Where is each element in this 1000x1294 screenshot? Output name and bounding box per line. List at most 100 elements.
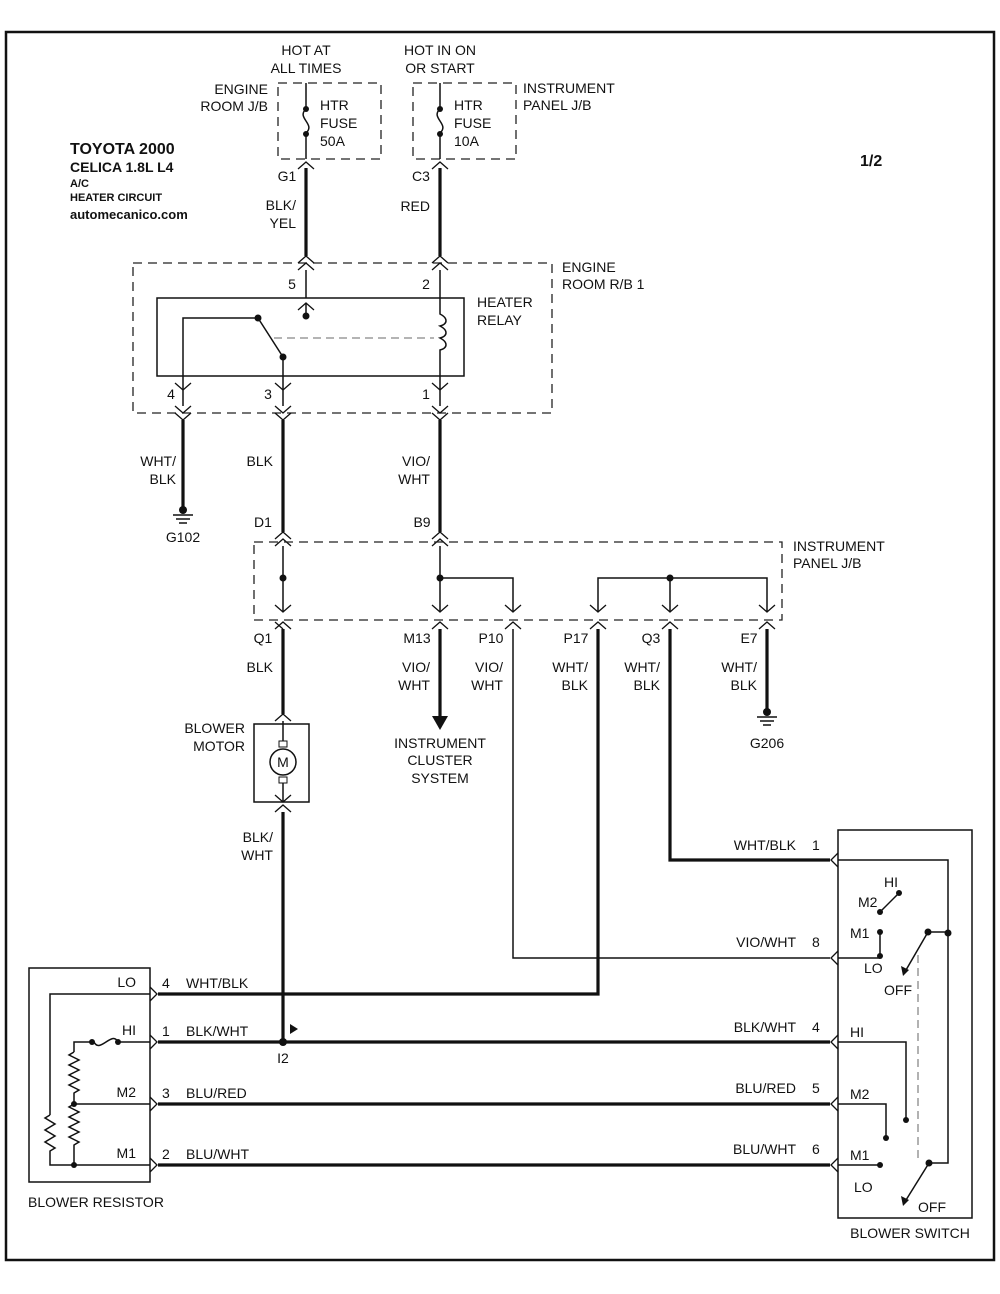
wire-wht-blk-p17-label-1: WHT/: [552, 659, 588, 675]
switch-wire-blk-wht-label: BLK/WHT: [734, 1019, 797, 1035]
switch-upper-hi-label: HI: [884, 874, 898, 890]
connector-c3-symbol: [431, 161, 449, 170]
resistor-pin4-label: 4: [162, 975, 170, 991]
htr-fuse-50a-label-3: 50A: [320, 133, 346, 149]
blower-motor-label-1: BLOWER: [184, 720, 245, 736]
connector-q1-label: Q1: [254, 630, 273, 646]
hot-at-all-times-line1: HOT AT: [281, 42, 331, 58]
diagram-header: TOYOTA 2000 CELICA 1.8L L4 A/C HEATER CI…: [70, 141, 188, 222]
switch-upper-m2-label: M2: [858, 894, 878, 910]
connector-pin1-symbol: [431, 382, 449, 391]
connector-e7-label: E7: [740, 630, 757, 646]
htr-fuse-50a-label-1: HTR: [320, 97, 349, 113]
ground-g206-label: G206: [750, 735, 784, 751]
instrument-panel-jb-mid-box: [253, 541, 783, 621]
wire-wht-blk-q3-label-2: BLK: [634, 677, 661, 693]
pin5-label: 5: [288, 276, 296, 292]
wire-wht-blk-q3-label-1: WHT/: [624, 659, 660, 675]
connector-c3-label: C3: [412, 168, 430, 184]
blower-resistor-network: [43, 986, 158, 1173]
instrument-panel-jb-mid-label-2: PANEL J/B: [793, 555, 861, 571]
engine-room-jb-label-1: ENGINE: [214, 81, 268, 97]
resistor-lo-label: LO: [117, 974, 136, 990]
instrument-panel-jb-top-label-1: INSTRUMENT: [523, 80, 615, 96]
splice-i2-label: I2: [277, 1050, 289, 1066]
pin4-label: 4: [167, 386, 175, 402]
connector-g1-label: G1: [278, 168, 297, 184]
switch-upper-off-label: OFF: [884, 982, 912, 998]
resistor-m1-label: M1: [117, 1145, 137, 1161]
resistor-wire-blu-red-label: BLU/RED: [186, 1085, 247, 1101]
wire-blk-yel-label-2: YEL: [270, 215, 297, 231]
wire-wht-blk-p17-label-2: BLK: [562, 677, 589, 693]
blower-motor-label-2: MOTOR: [193, 738, 245, 754]
engine-room-rb1-label-1: ENGINE: [562, 259, 616, 275]
wire-vio-wht-b9-label-1: VIO/: [402, 453, 430, 469]
resistor-wire-blk-wht-label: BLK/WHT: [186, 1023, 249, 1039]
instrument-panel-jb-out-connectors: [274, 621, 776, 630]
arrow-to-instrument-cluster: [432, 716, 448, 730]
wire-wht-blk-g102-label-2: BLK: [150, 471, 177, 487]
switch-pin8-label: 8: [812, 934, 820, 950]
htr-fuse-10a-label-1: HTR: [454, 97, 483, 113]
instrument-cluster-label-3: SYSTEM: [411, 770, 469, 786]
switch-wire-vio-wht-label: VIO/WHT: [736, 934, 796, 950]
instrument-panel-jb-top-box: [412, 82, 517, 160]
header-circuit: HEATER CIRCUIT: [70, 192, 162, 204]
connector-g1-symbol: [297, 161, 315, 170]
header-make-year: TOYOTA 2000: [70, 141, 175, 158]
resistor-pin3-label: 3: [162, 1085, 170, 1101]
blower-motor-box: [253, 723, 310, 803]
connector-d1-label: D1: [254, 514, 272, 530]
switch-wire-blu-wht-label: BLU/WHT: [733, 1141, 796, 1157]
switch-lower-m2-label: M2: [850, 1086, 870, 1102]
switch-wire-wht-blk-label: WHT/BLK: [734, 837, 797, 853]
hot-at-all-times-line2: ALL TIMES: [271, 60, 342, 76]
ground-g206-symbol: [757, 708, 777, 726]
heater-relay-label-1: HEATER: [477, 294, 533, 310]
pin1-label: 1: [422, 386, 430, 402]
wire-blk-q1-label: BLK: [247, 659, 274, 675]
connector-d1-symbol: [274, 531, 292, 547]
splice-i2-arrow: [290, 1024, 298, 1034]
hot-in-on-line1: HOT IN ON: [404, 42, 476, 58]
page-border: [4, 30, 996, 1262]
wire-red-label: RED: [400, 198, 430, 214]
blower-switch-label: BLOWER SWITCH: [850, 1225, 970, 1241]
blower-switch-lower-contacts: [838, 933, 949, 1206]
wire-vio-wht-b9-label-2: WHT: [398, 471, 430, 487]
switch-upper-m1-label: M1: [850, 925, 870, 941]
blower-resistor-label: BLOWER RESISTOR: [28, 1194, 164, 1210]
htr-fuse-50a-symbol: [302, 83, 310, 159]
hot-in-on-line2: OR START: [405, 60, 475, 76]
resistor-pin1-label: 1: [162, 1023, 170, 1039]
wire-blk-d1-label: BLK: [247, 453, 274, 469]
htr-fuse-50a-label-2: FUSE: [320, 115, 357, 131]
connector-motor-out: [274, 804, 292, 813]
instrument-panel-jb-internal-wiring: [274, 546, 776, 613]
ground-g102-symbol: [173, 506, 193, 524]
connector-pin3-symbol: [274, 382, 292, 391]
blower-switch-connectors: [830, 852, 839, 1173]
switch-lower-hi-label: HI: [850, 1024, 864, 1040]
header-site: automecanico.com: [70, 207, 188, 222]
engine-room-jb-box: [277, 82, 382, 160]
pin3-label: 3: [264, 386, 272, 402]
wire-wht-blk-e7-label-1: WHT/: [721, 659, 757, 675]
ground-g102-label: G102: [166, 529, 200, 545]
heater-relay-label-2: RELAY: [477, 312, 523, 328]
instrument-panel-jb-mid-label-1: INSTRUMENT: [793, 538, 885, 554]
resistor-m2-label: M2: [117, 1084, 137, 1100]
htr-fuse-10a-label-3: 10A: [454, 133, 480, 149]
header-model: CELICA 1.8L L4: [70, 159, 174, 175]
connector-pin4-symbol: [174, 382, 192, 391]
engine-room-rb1-label-2: ROOM R/B 1: [562, 276, 645, 292]
switch-lower-m1-label: M1: [850, 1147, 870, 1163]
connector-q3-label: Q3: [642, 630, 661, 646]
connector-b9-symbol: [431, 531, 449, 547]
connector-m13-label: M13: [403, 630, 430, 646]
resistor-hi-label: HI: [122, 1022, 136, 1038]
wire-blk-yel-label-1: BLK/: [266, 197, 296, 213]
connector-pin2-symbol: [431, 255, 449, 271]
htr-fuse-10a-symbol: [436, 83, 444, 159]
